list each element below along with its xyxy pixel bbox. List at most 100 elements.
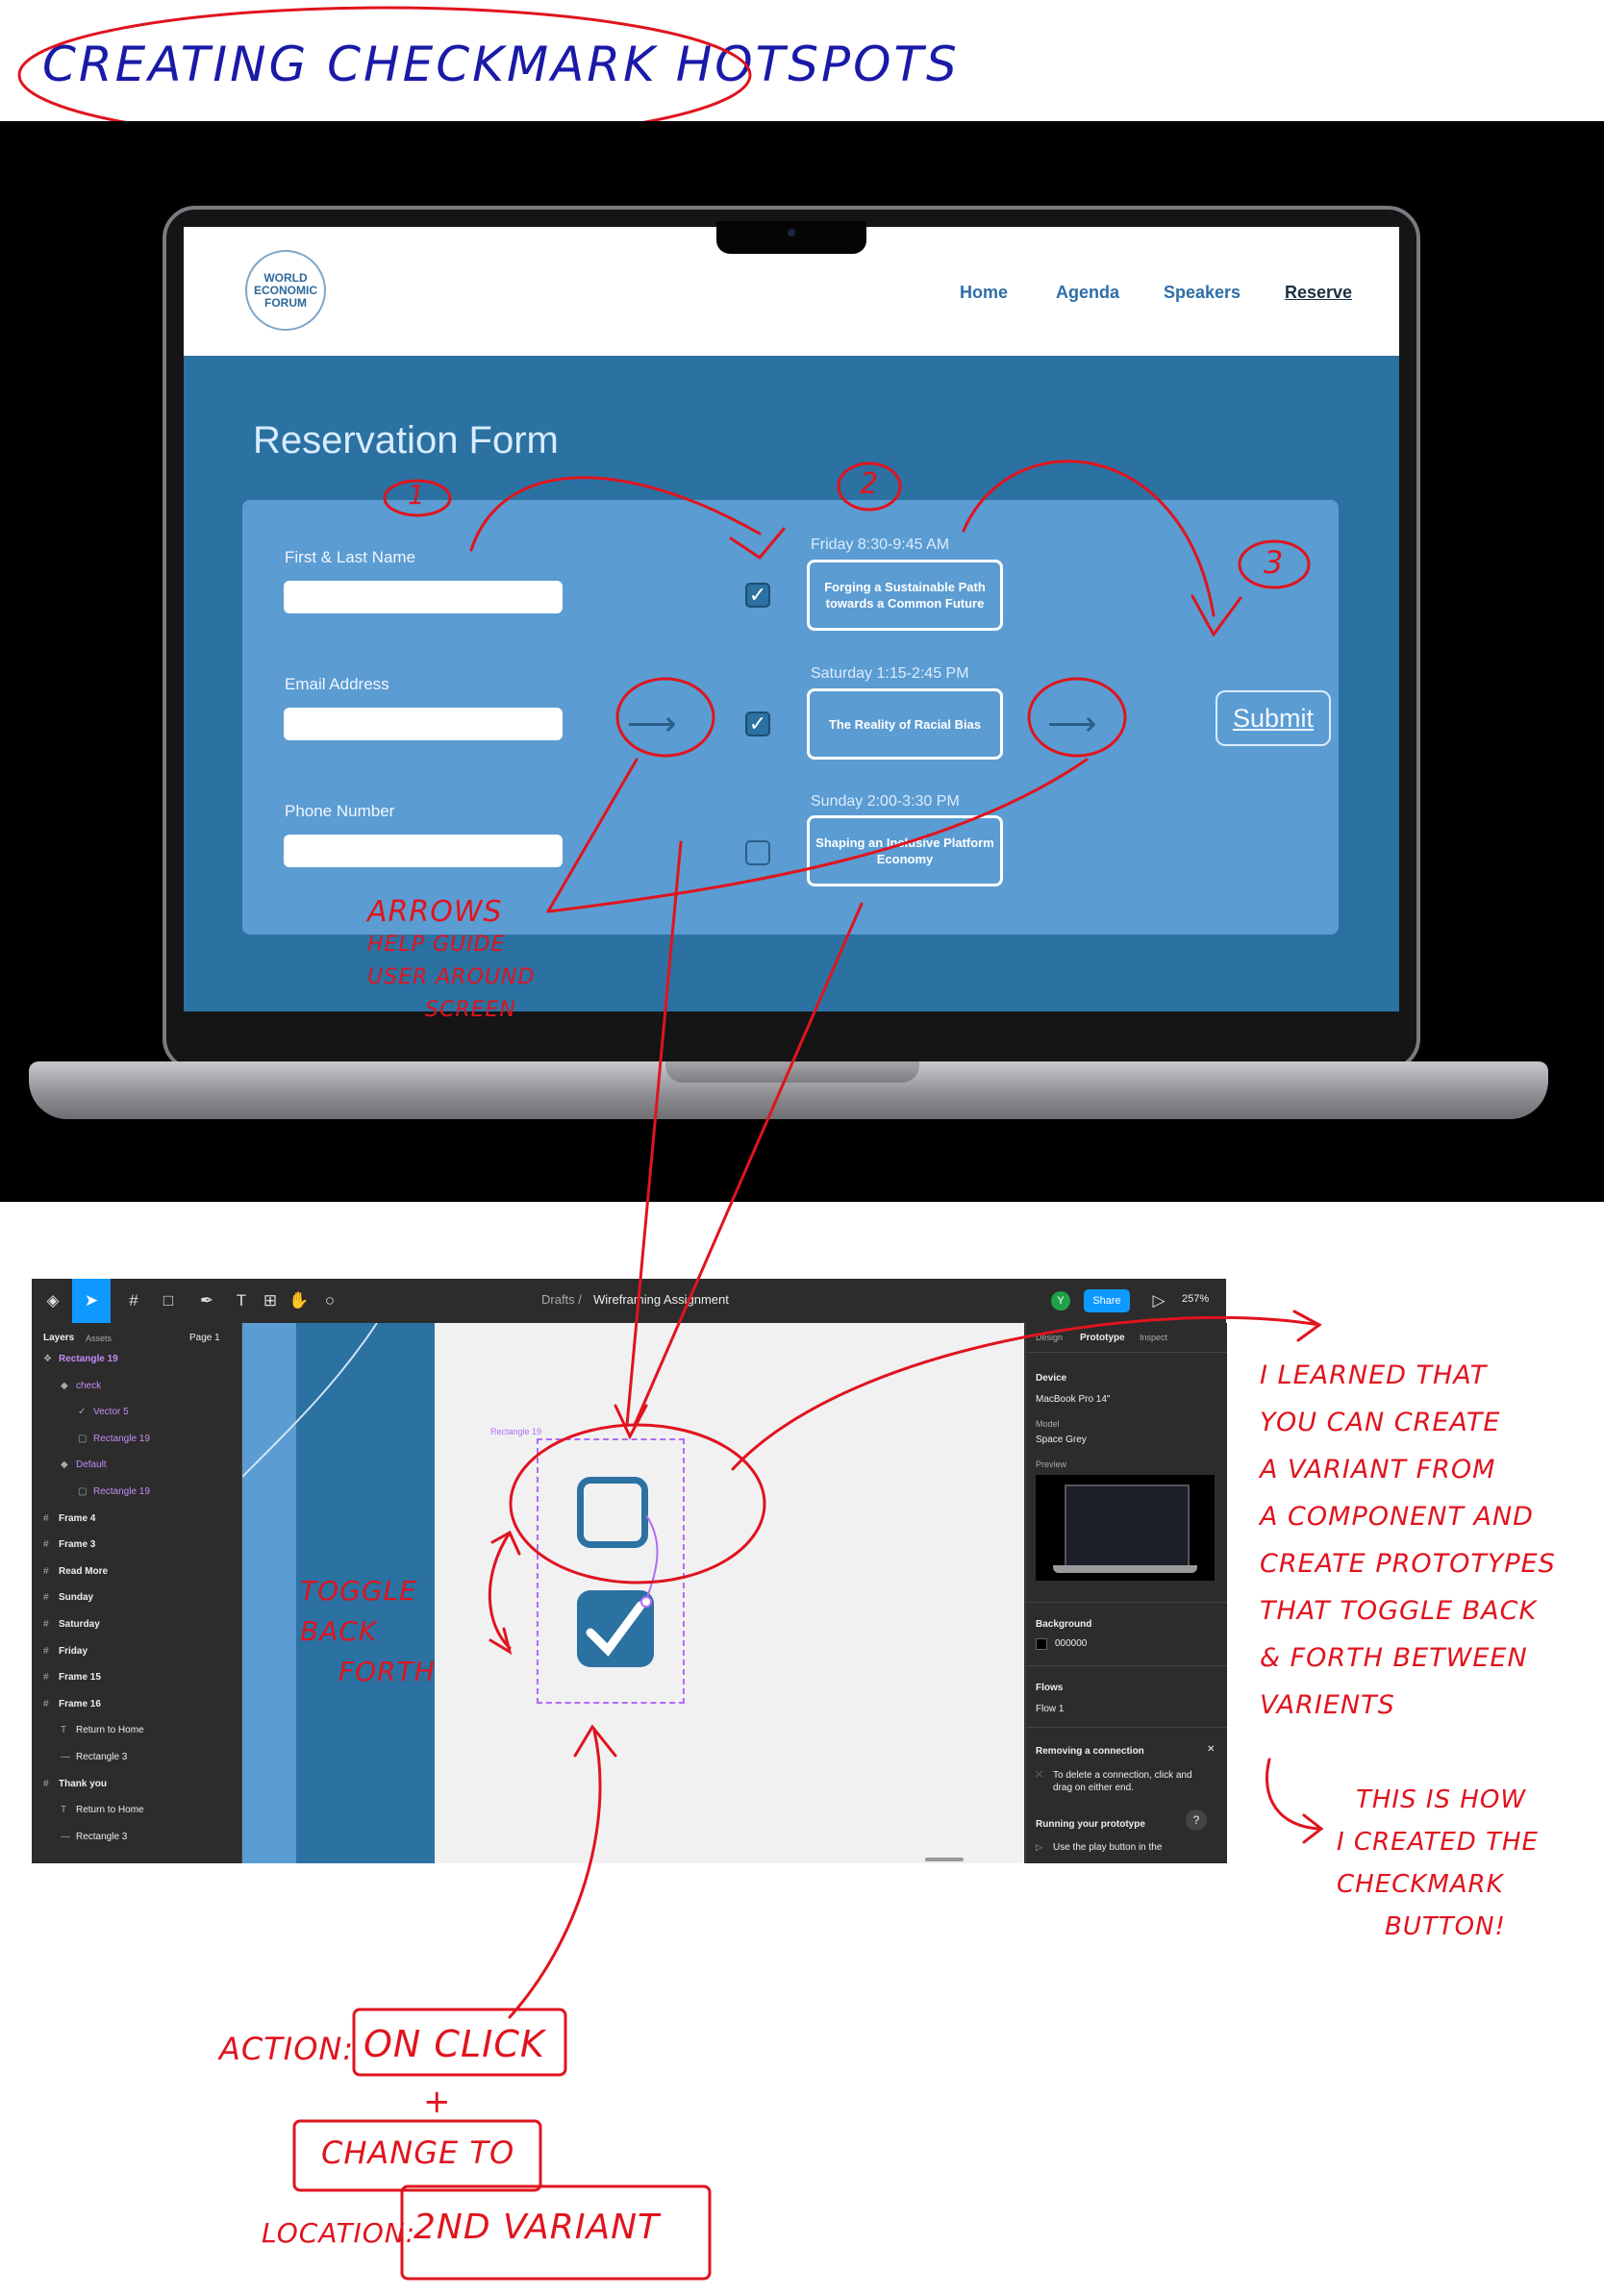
- running-text: Use the play button in the: [1053, 1842, 1163, 1853]
- email-input[interactable]: [284, 708, 563, 740]
- hand-tool-icon[interactable]: ✋: [288, 1291, 310, 1310]
- layer-name: Rectangle 3: [76, 1831, 128, 1842]
- nav-reserve[interactable]: Reserve: [1285, 283, 1353, 302]
- nav-speakers[interactable]: Speakers: [1164, 283, 1241, 302]
- layer-row[interactable]: #Saturday: [32, 1619, 253, 1645]
- laptop-screen: WORLD ECONOMIC FORUM Home Agenda Speaker…: [184, 227, 1399, 1011]
- layer-row[interactable]: ❖Rectangle 19: [32, 1354, 253, 1380]
- note-line: FORTH: [338, 1656, 436, 1687]
- close-icon[interactable]: ✕: [1207, 1744, 1216, 1755]
- figma-menu-icon[interactable]: ◈: [46, 1291, 60, 1310]
- page-selector[interactable]: Page 1: [189, 1333, 220, 1343]
- layer-row[interactable]: #Friday: [32, 1646, 253, 1672]
- frame-tool-icon[interactable]: #: [129, 1291, 138, 1310]
- layer-row[interactable]: #Frame 3: [32, 1539, 253, 1565]
- rectangle-icon: ▢: [78, 1486, 88, 1497]
- camera-notch: [716, 221, 866, 254]
- step-1-label: 1: [408, 479, 426, 511]
- tab-prototype[interactable]: Prototype: [1080, 1333, 1125, 1343]
- plus-sign: +: [423, 2083, 452, 2121]
- session-time: Sunday 2:00-3:30 PM: [811, 793, 960, 810]
- laptop-hinge-notch: [665, 1061, 919, 1083]
- session-1-checkbox[interactable]: ✓: [745, 583, 770, 608]
- session-card[interactable]: The Reality of Racial Bias: [807, 688, 1003, 760]
- arrowhead: [1302, 1813, 1324, 1844]
- tab-design[interactable]: Design: [1036, 1333, 1064, 1342]
- note-line: THIS IS HOW: [1356, 1785, 1527, 1814]
- text-tool-icon[interactable]: T: [236, 1291, 247, 1310]
- shape-tool-icon[interactable]: □: [163, 1291, 174, 1310]
- step-2-label: 2: [860, 467, 880, 501]
- nav-agenda[interactable]: Agenda: [1056, 283, 1120, 302]
- session-card[interactable]: Shaping an Inclusive Platform Economy: [807, 815, 1003, 886]
- background-value[interactable]: 000000: [1055, 1638, 1088, 1649]
- note-line: & FORTH BETWEEN: [1260, 1643, 1528, 1673]
- device-select[interactable]: MacBook Pro 14": [1036, 1394, 1111, 1405]
- reservation-section: Reservation Form First & Last Name Email…: [184, 356, 1399, 1011]
- figma-window: ◈ ➤ # □ ✒ T ⊞ ✋ ○ Drafts / Wireframing A…: [32, 1279, 1227, 1863]
- resources-icon[interactable]: ⊞: [263, 1291, 278, 1310]
- forum-logo[interactable]: WORLD ECONOMIC FORUM: [245, 250, 326, 331]
- location-value: 2ND VARIANT: [414, 2208, 660, 2247]
- tab-inspect[interactable]: Inspect: [1140, 1333, 1168, 1342]
- play-icon[interactable]: ▷: [1152, 1291, 1165, 1310]
- note-line: YOU CAN CREATE: [1260, 1408, 1501, 1437]
- layer-name: Default: [76, 1460, 107, 1471]
- file-name[interactable]: Wireframing Assignment: [593, 1292, 729, 1307]
- phone-input[interactable]: [284, 835, 563, 867]
- layer-name: Read More: [59, 1565, 109, 1577]
- note-line: BUTTON!: [1385, 1912, 1506, 1941]
- layer-row[interactable]: #Read More: [32, 1566, 253, 1592]
- layer-row[interactable]: —Rectangle 3: [32, 1752, 270, 1778]
- form-title: Reservation Form: [253, 419, 559, 462]
- session-card[interactable]: Forging a Sustainable Path towards a Com…: [807, 560, 1003, 631]
- layer-row[interactable]: ✓Vector 5: [32, 1407, 288, 1433]
- checkbox-checked-variant[interactable]: [577, 1590, 654, 1667]
- flows-heading: Flows: [1036, 1683, 1064, 1693]
- layer-row[interactable]: #Sunday: [32, 1592, 253, 1618]
- note-line: TOGGLE: [300, 1575, 417, 1607]
- breadcrumb[interactable]: Drafts /: [541, 1292, 582, 1307]
- session-2-checkbox[interactable]: ✓: [745, 711, 770, 736]
- submit-button[interactable]: Submit: [1216, 690, 1331, 746]
- model-select[interactable]: Space Grey: [1036, 1435, 1087, 1445]
- note-line: I CREATED THE: [1337, 1828, 1539, 1857]
- tab-assets[interactable]: Assets: [86, 1334, 113, 1343]
- share-button[interactable]: Share: [1084, 1289, 1130, 1312]
- layer-row[interactable]: ▢Rectangle 19: [32, 1434, 288, 1460]
- horizontal-scrollbar[interactable]: [925, 1858, 964, 1861]
- layer-row[interactable]: —Rectangle 3: [32, 1832, 270, 1858]
- layer-row[interactable]: #Thank you: [32, 1779, 253, 1805]
- layer-name: Thank you: [59, 1778, 108, 1789]
- move-tool[interactable]: ➤: [72, 1279, 111, 1323]
- layer-name: Return to Home: [76, 1805, 144, 1816]
- pen-tool-icon[interactable]: ✒: [199, 1291, 214, 1310]
- avatar[interactable]: Y: [1051, 1291, 1070, 1310]
- layer-name: Return to Home: [76, 1725, 144, 1736]
- layer-row[interactable]: ▢Rectangle 19: [32, 1486, 288, 1512]
- rectangle-icon: ▢: [78, 1433, 88, 1444]
- zoom-level[interactable]: 257%: [1182, 1293, 1210, 1305]
- session-3-checkbox[interactable]: [745, 840, 770, 865]
- help-button[interactable]: ?: [1186, 1809, 1207, 1831]
- color-swatch[interactable]: [1036, 1638, 1047, 1650]
- layer-row[interactable]: ◆check: [32, 1381, 270, 1407]
- breadcrumb-drafts[interactable]: Drafts: [541, 1292, 575, 1307]
- tab-layers[interactable]: Layers: [43, 1333, 75, 1343]
- comment-icon[interactable]: ○: [324, 1291, 336, 1310]
- variant-icon: ◆: [61, 1460, 68, 1471]
- layer-row[interactable]: #Frame 4: [32, 1513, 253, 1539]
- layer-row[interactable]: #Frame 16: [32, 1699, 253, 1725]
- layer-row[interactable]: #Frame 15: [32, 1672, 253, 1698]
- change-to: CHANGE TO: [321, 2134, 515, 2171]
- connection-icon: ⤬: [1036, 1769, 1043, 1779]
- nav-home[interactable]: Home: [960, 283, 1009, 302]
- name-input[interactable]: [284, 581, 563, 613]
- logo-line: FORUM: [264, 295, 307, 310]
- layer-row[interactable]: ◆ Default: [32, 1460, 270, 1485]
- flow-item[interactable]: Flow 1: [1036, 1704, 1065, 1714]
- frame-icon: #: [43, 1672, 49, 1684]
- divider: [1026, 1602, 1227, 1603]
